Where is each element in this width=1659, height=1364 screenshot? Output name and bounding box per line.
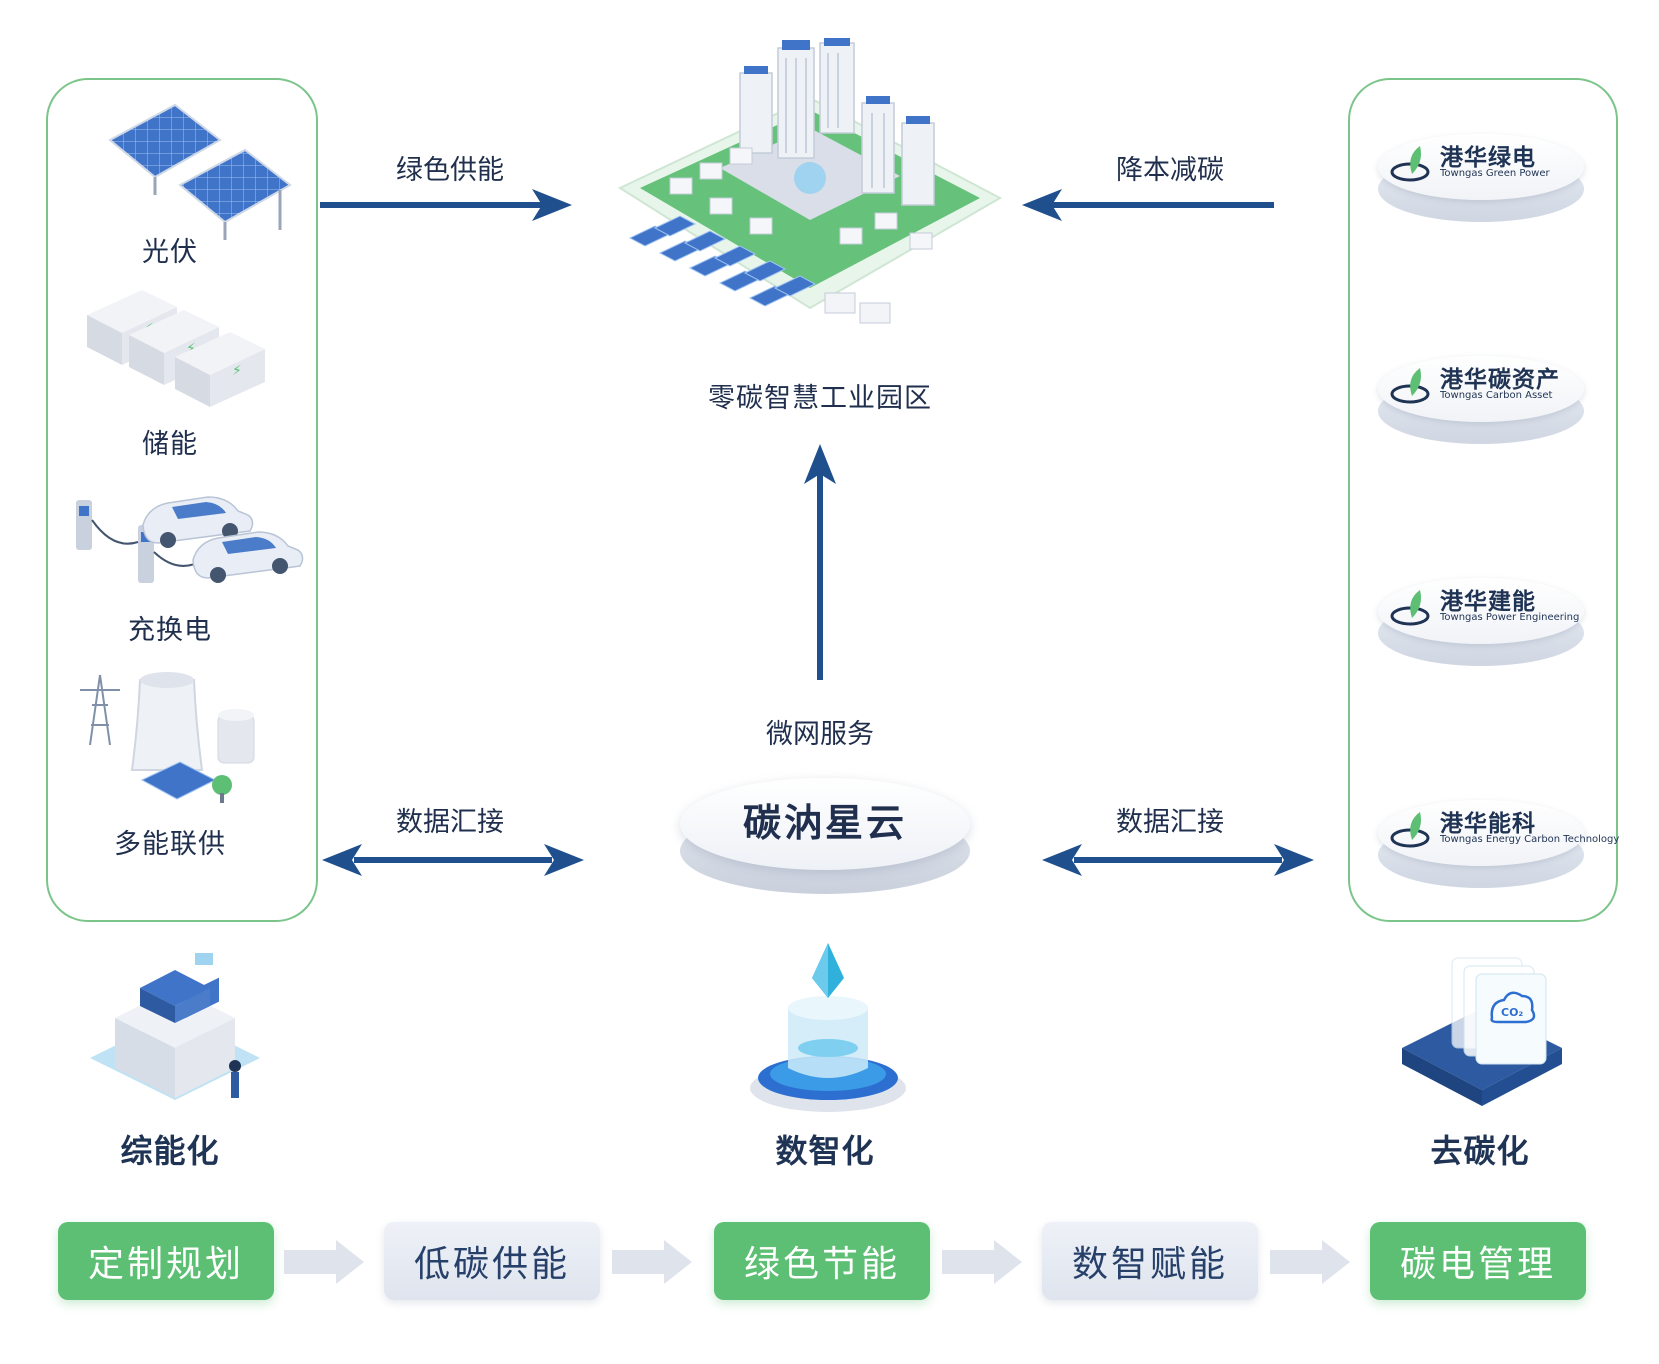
brand-energy-carbon-tech: 港华能科 Towngas Energy Carbon Technology — [1378, 800, 1619, 892]
step-custom-planning: 定制规划 — [58, 1222, 274, 1300]
multi-energy-label: 多能联供 — [114, 829, 226, 860]
decarbonization-icon: CO₂ — [1402, 957, 1562, 1106]
towngas-leaf-icon — [1390, 368, 1430, 404]
brand-carbon-asset: 港华碳资产 Towngas Carbon Asset — [1378, 356, 1584, 448]
brand-power-engineering: 港华建能 Towngas Power Engineering — [1378, 578, 1584, 670]
step-low-carbon-supply: 低碳供能 — [384, 1222, 600, 1300]
svg-text:⚡: ⚡ — [186, 341, 196, 357]
industrial-park-icon — [617, 38, 1003, 324]
flow-arrow-icon — [1270, 1240, 1350, 1284]
green-supply-arrow — [320, 189, 572, 221]
solar-label: 光伏 — [142, 237, 198, 268]
svg-text:⚡: ⚡ — [232, 363, 242, 379]
data-left-arrow — [322, 844, 584, 876]
flow-arrow-icon — [284, 1240, 364, 1284]
battery-storage-icon: ⚡ ⚡ ⚡ — [87, 290, 265, 407]
towngas-leaf-icon — [1390, 812, 1430, 848]
ev-charging-icon — [76, 496, 304, 583]
svg-text:CO₂: CO₂ — [1501, 1006, 1523, 1019]
flow-arrow-icon — [942, 1240, 1022, 1284]
flow-arrow-icon — [612, 1240, 692, 1284]
pillar-integrated-label: 综能化 — [120, 1132, 220, 1170]
step-digital-empower: 数智赋能 — [1042, 1222, 1258, 1300]
park-label: 零碳智慧工业园区 — [708, 383, 932, 414]
green-supply-label: 绿色供能 — [396, 155, 504, 186]
pillar-decarbonization-label: 去碳化 — [1430, 1132, 1530, 1170]
platform-title: 碳汭星云 — [742, 801, 907, 845]
solar-panel-icon — [108, 103, 292, 240]
pillar-digital-label: 数智化 — [775, 1132, 875, 1170]
data-right-label: 数据汇接 — [1116, 807, 1224, 838]
integrated-energy-icon — [90, 953, 260, 1100]
brand-green-power: 港华绿电 Towngas Green Power — [1378, 134, 1584, 226]
multi-energy-icon — [80, 672, 255, 803]
carbon-cloud-platform: 碳汭星云 — [680, 778, 970, 898]
step-carbon-power-mgmt: 碳电管理 — [1370, 1222, 1586, 1300]
data-left-label: 数据汇接 — [396, 807, 504, 838]
data-right-arrow — [1042, 844, 1314, 876]
step-green-saving: 绿色节能 — [714, 1222, 930, 1300]
microgrid-label: 微网服务 — [766, 719, 874, 750]
towngas-leaf-icon — [1390, 146, 1430, 182]
storage-label: 储能 — [142, 429, 198, 460]
ev-charging-label: 充换电 — [128, 615, 212, 646]
towngas-leaf-icon — [1390, 590, 1430, 626]
cost-carbon-arrow — [1022, 189, 1274, 221]
cost-carbon-label: 降本减碳 — [1116, 155, 1224, 186]
digital-intelligence-icon — [750, 943, 906, 1112]
microgrid-arrow — [804, 444, 836, 680]
